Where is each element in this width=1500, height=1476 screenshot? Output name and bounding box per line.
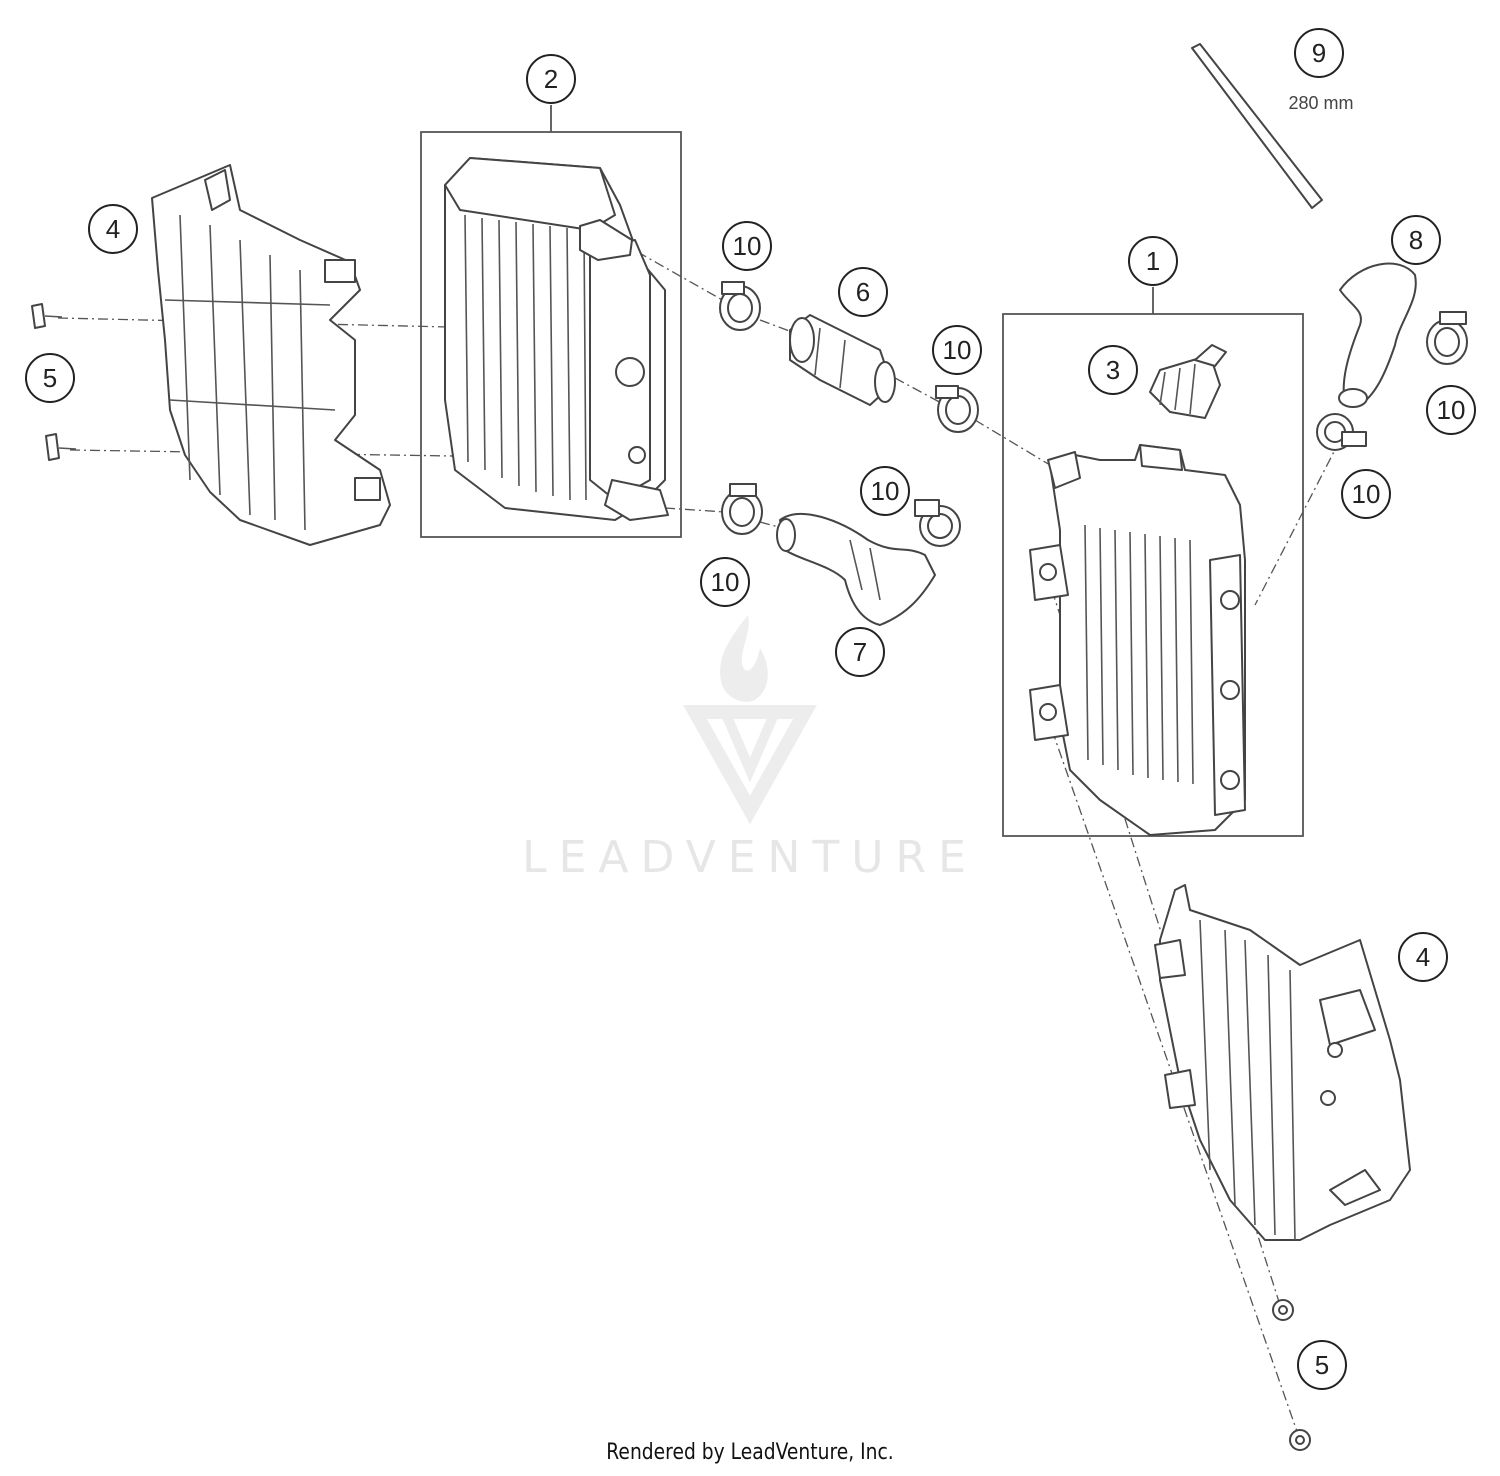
screw-left-upper [31,303,63,329]
svg-text:9: 9 [1312,38,1326,68]
callout-5-left: 5 [25,353,75,403]
svg-text:10: 10 [733,231,762,261]
callout-5-right: 5 [1297,1340,1347,1390]
radiator-cap [1149,344,1227,419]
hose-clamp-3 [721,483,763,535]
callout-10-d: 10 [700,557,750,607]
hose-length-note: 280 mm [1288,93,1353,113]
hose-connector [789,314,896,406]
radiator-left [444,157,669,521]
callout-8: 8 [1391,215,1441,265]
nut-right-upper [1272,1299,1294,1321]
svg-text:10: 10 [1437,395,1466,425]
callout-4-left: 4 [88,204,138,254]
callout-3: 3 [1088,345,1138,395]
svg-text:10: 10 [943,335,972,365]
svg-text:5: 5 [1315,1350,1329,1380]
callout-1: 1 [1128,236,1178,286]
callout-7: 7 [835,627,885,677]
radiator-shroud-left [151,164,391,546]
svg-text:10: 10 [1352,479,1381,509]
callout-10-c: 10 [860,466,910,516]
hose-clamp-2 [935,385,979,433]
svg-text:10: 10 [711,567,740,597]
svg-text:10: 10 [871,476,900,506]
watermark-text: LEADVENTURE [522,832,978,883]
callout-10-e: 10 [1426,385,1476,435]
svg-text:2: 2 [544,64,558,94]
radiator-right [1029,444,1246,836]
svg-text:3: 3 [1106,355,1120,385]
svg-text:6: 6 [856,277,870,307]
svg-text:7: 7 [853,637,867,667]
watermark-logo [683,615,817,825]
overflow-hose [1191,43,1323,209]
radiator-shroud-right [1154,884,1411,1241]
svg-text:4: 4 [1416,942,1430,972]
nut-right-lower [1289,1429,1311,1451]
callout-10-f: 10 [1341,469,1391,519]
hose-clamp-5 [1426,311,1468,365]
upper-coolant-hose [1338,262,1417,408]
callout-4-right: 4 [1398,932,1448,982]
lower-coolant-hose [776,512,936,626]
hose-clamp-1 [719,281,761,331]
callout-2: 2 [526,54,576,104]
footer-credit: Rendered by LeadVenture, Inc. [606,1440,894,1465]
callout-10-a: 10 [722,221,772,271]
callout-10-b: 10 [932,325,982,375]
screw-left-lower [45,433,77,461]
callout-9: 9 [1294,28,1344,78]
svg-text:1: 1 [1146,246,1160,276]
hose-clamp-4 [914,499,961,547]
svg-text:8: 8 [1409,225,1423,255]
svg-text:4: 4 [106,214,120,244]
callout-6: 6 [838,267,888,317]
svg-text:5: 5 [43,363,57,393]
hose-clamp-6 [1316,413,1367,451]
